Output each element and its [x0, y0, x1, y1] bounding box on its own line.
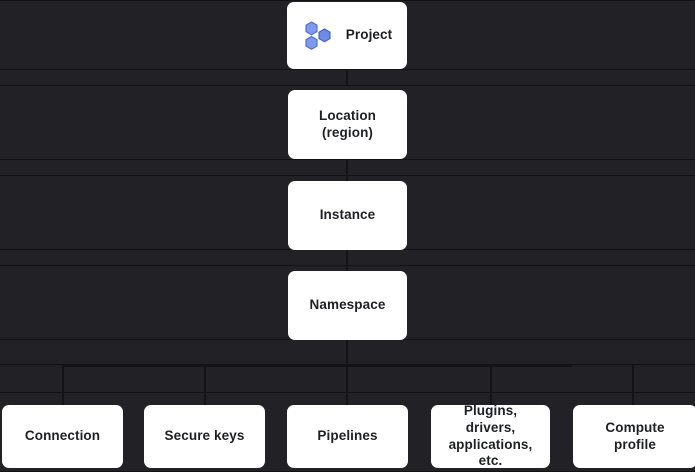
node-label: Compute profile: [605, 419, 665, 452]
band-separator: [0, 0, 695, 1]
node-project[interactable]: Project: [287, 2, 407, 69]
node-pipelines[interactable]: Pipelines: [287, 405, 408, 468]
node-label: Pipelines: [317, 428, 378, 444]
connector-bus-connection: [62, 365, 64, 405]
node-label: Project: [345, 27, 393, 43]
connector-project-location: [346, 69, 348, 86]
connector-bus: [62, 365, 572, 367]
connector-bus-secure-keys: [204, 365, 206, 405]
node-label: Namespace: [309, 297, 386, 313]
node-secure-keys[interactable]: Secure keys: [144, 405, 265, 468]
node-compute-profile[interactable]: Compute profile: [573, 405, 695, 468]
connector-bus-pipelines: [346, 365, 348, 405]
node-label: Secure keys: [164, 428, 245, 444]
connector-namespace-bus: [346, 339, 348, 366]
connector-bus-compute-profile: [632, 365, 634, 405]
node-namespace[interactable]: Namespace: [288, 271, 407, 340]
connector-bus-plugins: [490, 365, 492, 405]
node-label: Connection: [24, 428, 101, 444]
node-connection[interactable]: Connection: [2, 405, 123, 468]
node-label: Instance: [319, 207, 376, 223]
connector-instance-namespace: [346, 249, 348, 272]
hexagons-icon: [302, 19, 336, 53]
node-plugins[interactable]: Plugins, drivers, applications, etc.: [431, 402, 550, 469]
node-label: Location (region): [318, 107, 377, 140]
connector-location-instance: [346, 159, 348, 182]
node-location[interactable]: Location (region): [288, 90, 407, 159]
node-label: Plugins, drivers, applications, etc.: [448, 402, 533, 469]
node-instance[interactable]: Instance: [288, 181, 407, 250]
